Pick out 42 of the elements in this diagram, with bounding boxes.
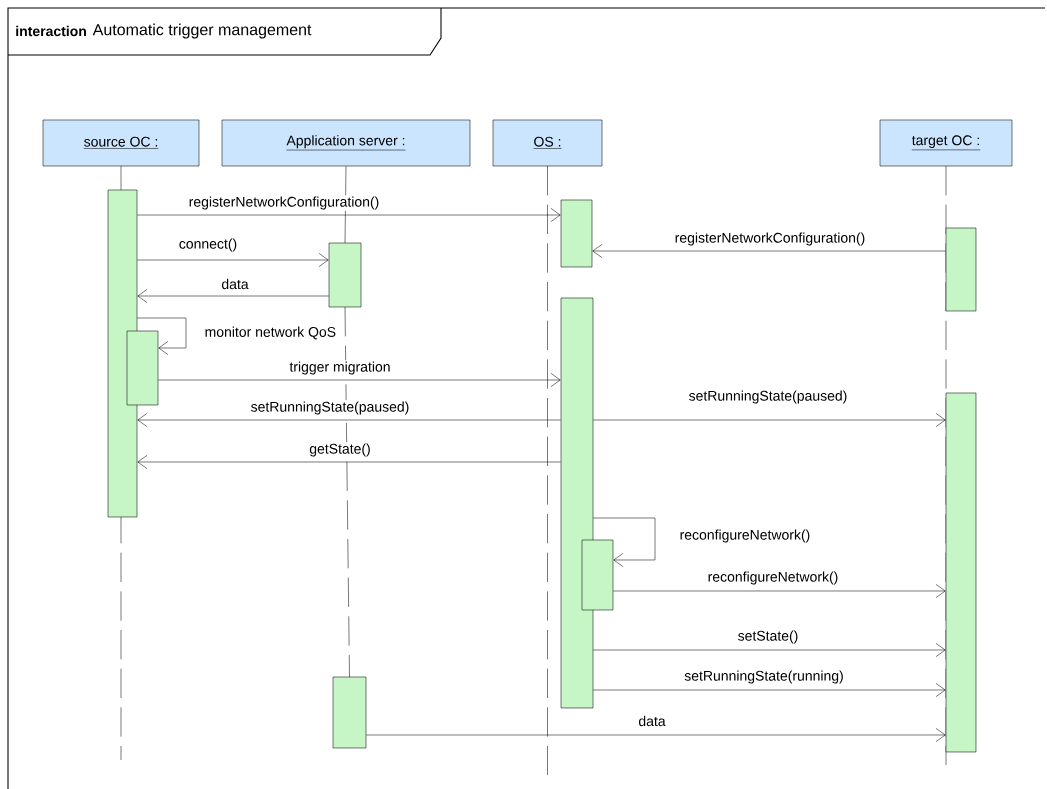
keyword-label: interaction [16, 25, 86, 37]
message-arrow [137, 289, 329, 303]
message-arrow [593, 643, 946, 657]
message-arrow [593, 517, 656, 567]
lifeline-head: target OC : [879, 119, 1013, 167]
edge-label: monitor network QoS [203, 325, 338, 341]
message-arrow [366, 728, 946, 742]
message-arrow [593, 683, 946, 697]
message-arrow [592, 244, 946, 258]
activation-bar [581, 539, 614, 611]
message-arrow [137, 455, 561, 469]
edge-label: reconfigureNetwork() [678, 528, 812, 544]
edge-label: reconfigureNetwork() [706, 570, 840, 586]
lifeline-head: source OC : [42, 119, 200, 167]
edge-label: data [220, 277, 250, 291]
message-arrow [613, 584, 946, 598]
lifeline-head: OS : [492, 119, 603, 167]
message-arrow [593, 413, 946, 427]
edge-label: getState() [307, 442, 373, 458]
activation-bar [328, 242, 362, 308]
diagram-title: Automatic trigger management [92, 23, 312, 39]
edge-label: setState() [736, 629, 800, 645]
edge-label: setRunningState(paused) [249, 400, 411, 416]
activation-bar [332, 676, 367, 749]
edge-label: setRunningState(running) [682, 669, 846, 685]
message-arrow [158, 373, 561, 387]
message-arrow [137, 413, 561, 427]
message-arrow [137, 317, 187, 355]
edge-label: connect() [177, 237, 239, 253]
edge-label: data [637, 714, 667, 728]
edge-label: registerNetworkConfiguration() [187, 195, 381, 211]
edge-label: trigger migration [288, 360, 392, 376]
lifeline [344, 306, 350, 678]
activation-bar [126, 330, 159, 406]
message-arrow [137, 208, 561, 222]
edge-label: setRunningState(paused) [687, 389, 849, 405]
edge-label: registerNetworkConfiguration() [673, 231, 867, 247]
activation-bar [560, 199, 593, 268]
activation-bar [945, 227, 977, 312]
message-arrow [137, 253, 329, 267]
activation-bar [945, 392, 977, 753]
lifeline-head: Application server : [221, 119, 471, 167]
